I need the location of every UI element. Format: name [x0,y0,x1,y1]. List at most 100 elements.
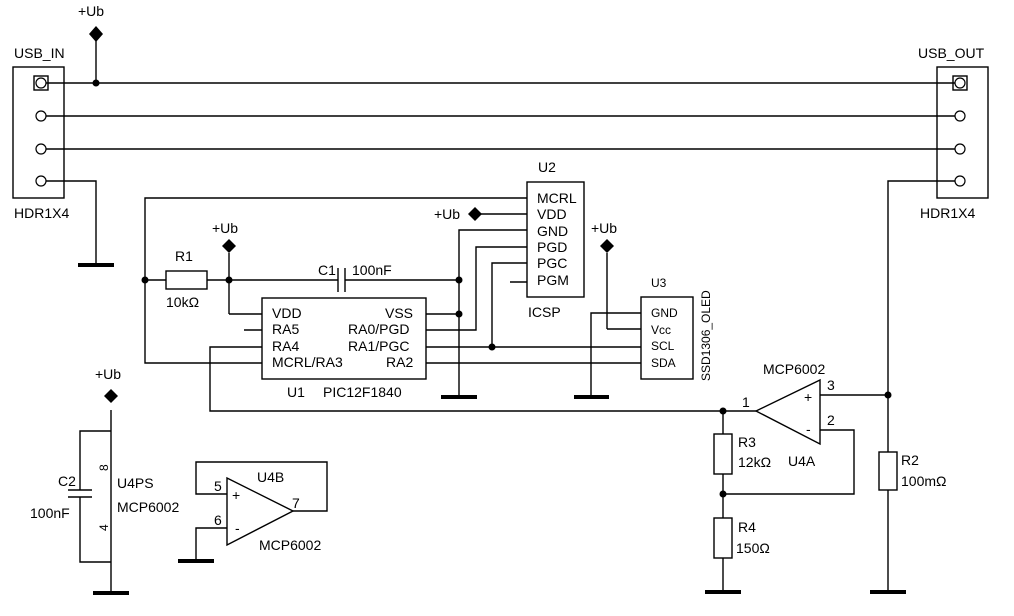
supply-label-u1: +Ub [212,220,238,236]
u3-oled: U3 GND Vcc SCL SDA SSD1306_OLED [640,276,713,381]
supply-diamond-icon [89,26,103,42]
c2-value: 100nF [30,505,70,521]
u3-ref: U3 [651,276,667,290]
u4a-pin-minus: 2 [827,412,835,428]
usb-bus-wires [46,79,955,455]
u2-pin-vdd: VDD [537,206,567,222]
usb-in-pin2 [35,110,47,122]
supply-label-u3: +Ub [591,220,617,236]
u1-pin-ra0: RA0/PGD [348,321,409,337]
r1-value: 10kΩ [166,294,199,310]
u3-body [640,296,694,380]
supply-diamond-icon [222,239,236,253]
u3-pin-vcc: Vcc [651,323,671,337]
usb-in-label: USB_IN [14,45,65,61]
u4a-opamp: + - MCP6002 U4A 1 3 2 [719,361,892,498]
u4b-opamp: + - U4B MCP6002 5 6 7 [178,461,328,563]
c1-ref: C1 [318,262,336,278]
u2-ref: U2 [538,159,556,175]
u4a-ref: U4A [788,453,816,469]
r4-body [713,517,733,559]
u2-pin-pgm: PGM [537,272,569,288]
r4-ref: R4 [738,519,756,535]
c1-value: 100nF [352,262,392,278]
u1-pic: U1 PIC12F1840 VDD RA5 RA4 MCRL/RA3 VSS R… [244,297,427,400]
r2-resistor: R2 100mΩ [870,451,947,594]
c2-capacitor: C2 100nF [30,430,111,563]
svg-text:+: + [804,389,812,405]
supply-diamond-icon [104,389,118,403]
supply-diamond-icon [468,207,482,221]
svg-text:-: - [806,421,811,437]
u3-part: SSD1306_OLED [699,290,713,381]
u4a-part: MCP6002 [763,361,825,377]
u4ps-pin-bottom: 4 [97,524,111,531]
supply-label-u4ps: +Ub [95,366,121,382]
r2-ref: R2 [901,452,919,468]
u4ps-ref: U4PS [117,475,154,491]
usb-out-connector: USB_OUT HDR1X4 [918,45,989,221]
r3-ref: R3 [738,434,756,450]
usb-out-label: USB_OUT [918,45,985,61]
u1-pin-ra2: RA2 [386,354,413,370]
usb-out-pin4 [954,175,966,187]
usb-in-connector: USB_IN HDR1X4 [12,45,69,221]
u2-icsp: U2 ICSP MCRL VDD GND PGD PGC PGM [510,159,585,320]
r4-value: 150Ω [736,540,770,556]
usb-out-type: HDR1X4 [920,205,975,221]
u1-pin-ra1: RA1/PGC [348,338,409,354]
usb-in-pin4 [35,175,47,187]
u4ps-part: MCP6002 [117,499,179,515]
r1-body [165,270,208,290]
r3-value: 12kΩ [738,454,771,470]
u4b-ref: U4B [257,469,284,485]
r3-resistor: R3 12kΩ [713,411,771,518]
svg-text:+: + [232,487,240,503]
r2-body [878,451,898,491]
supply-u3: +Ub [591,220,641,330]
u2-body [526,181,585,298]
u4a-pin-out: 1 [742,394,750,410]
r2-value: 100mΩ [901,473,947,489]
usb-out-pin1 [954,77,966,89]
u2-pin-mcrl: MCRL [537,190,577,206]
u2-pin-pgd: PGD [537,239,567,255]
u4a-triangle [754,378,821,446]
u4a-pin-plus: 3 [827,377,835,393]
u4b-triangle [226,476,295,547]
r1-ref: R1 [175,248,193,264]
u4b-pin-minus: 6 [214,512,222,528]
u3-pin-sda: SDA [651,356,676,370]
u1-body [261,297,427,380]
u4b-part: MCP6002 [259,537,321,553]
r4-resistor: R4 150Ω [705,517,770,594]
u1-part: PIC12F1840 [323,384,402,400]
supply-top: +Ub [78,3,104,83]
supply-u2: +Ub [434,206,527,222]
u1-pin-ra5: RA5 [272,321,299,337]
mcu-wiring: R1 10kΩ +Ub C1 100nF [141,197,756,415]
usb-out-pin3 [954,143,966,155]
u2-pin-pgc: PGC [537,255,567,271]
u3-pin-scl: SCL [651,339,675,353]
usb-in-type: HDR1X4 [14,205,69,221]
u2-pin-gnd: GND [537,223,568,239]
supply-label-u2: +Ub [434,206,460,222]
u1-pin-vss: VSS [385,305,413,321]
supply-diamond-icon [600,239,614,253]
u1-pin-mcrl: MCRL/RA3 [272,354,343,370]
u1-pin-vdd: VDD [272,305,302,321]
usb-in-pin1 [35,77,47,89]
u4b-pin-plus: 5 [214,478,222,494]
c2-ref: C2 [58,473,76,489]
u4b-pin-out: 7 [292,495,300,511]
u2-part: ICSP [528,304,561,320]
u4ps-pin-top: 8 [97,464,111,471]
usb-in-pin3 [35,143,47,155]
svg-text:-: - [235,520,240,536]
supply-label-top: +Ub [78,3,104,19]
u1-ref: U1 [287,384,305,400]
usb-out-pin2 [954,110,966,122]
u4ps-power: +Ub 8 4 U4PS MCP6002 [93,366,179,595]
